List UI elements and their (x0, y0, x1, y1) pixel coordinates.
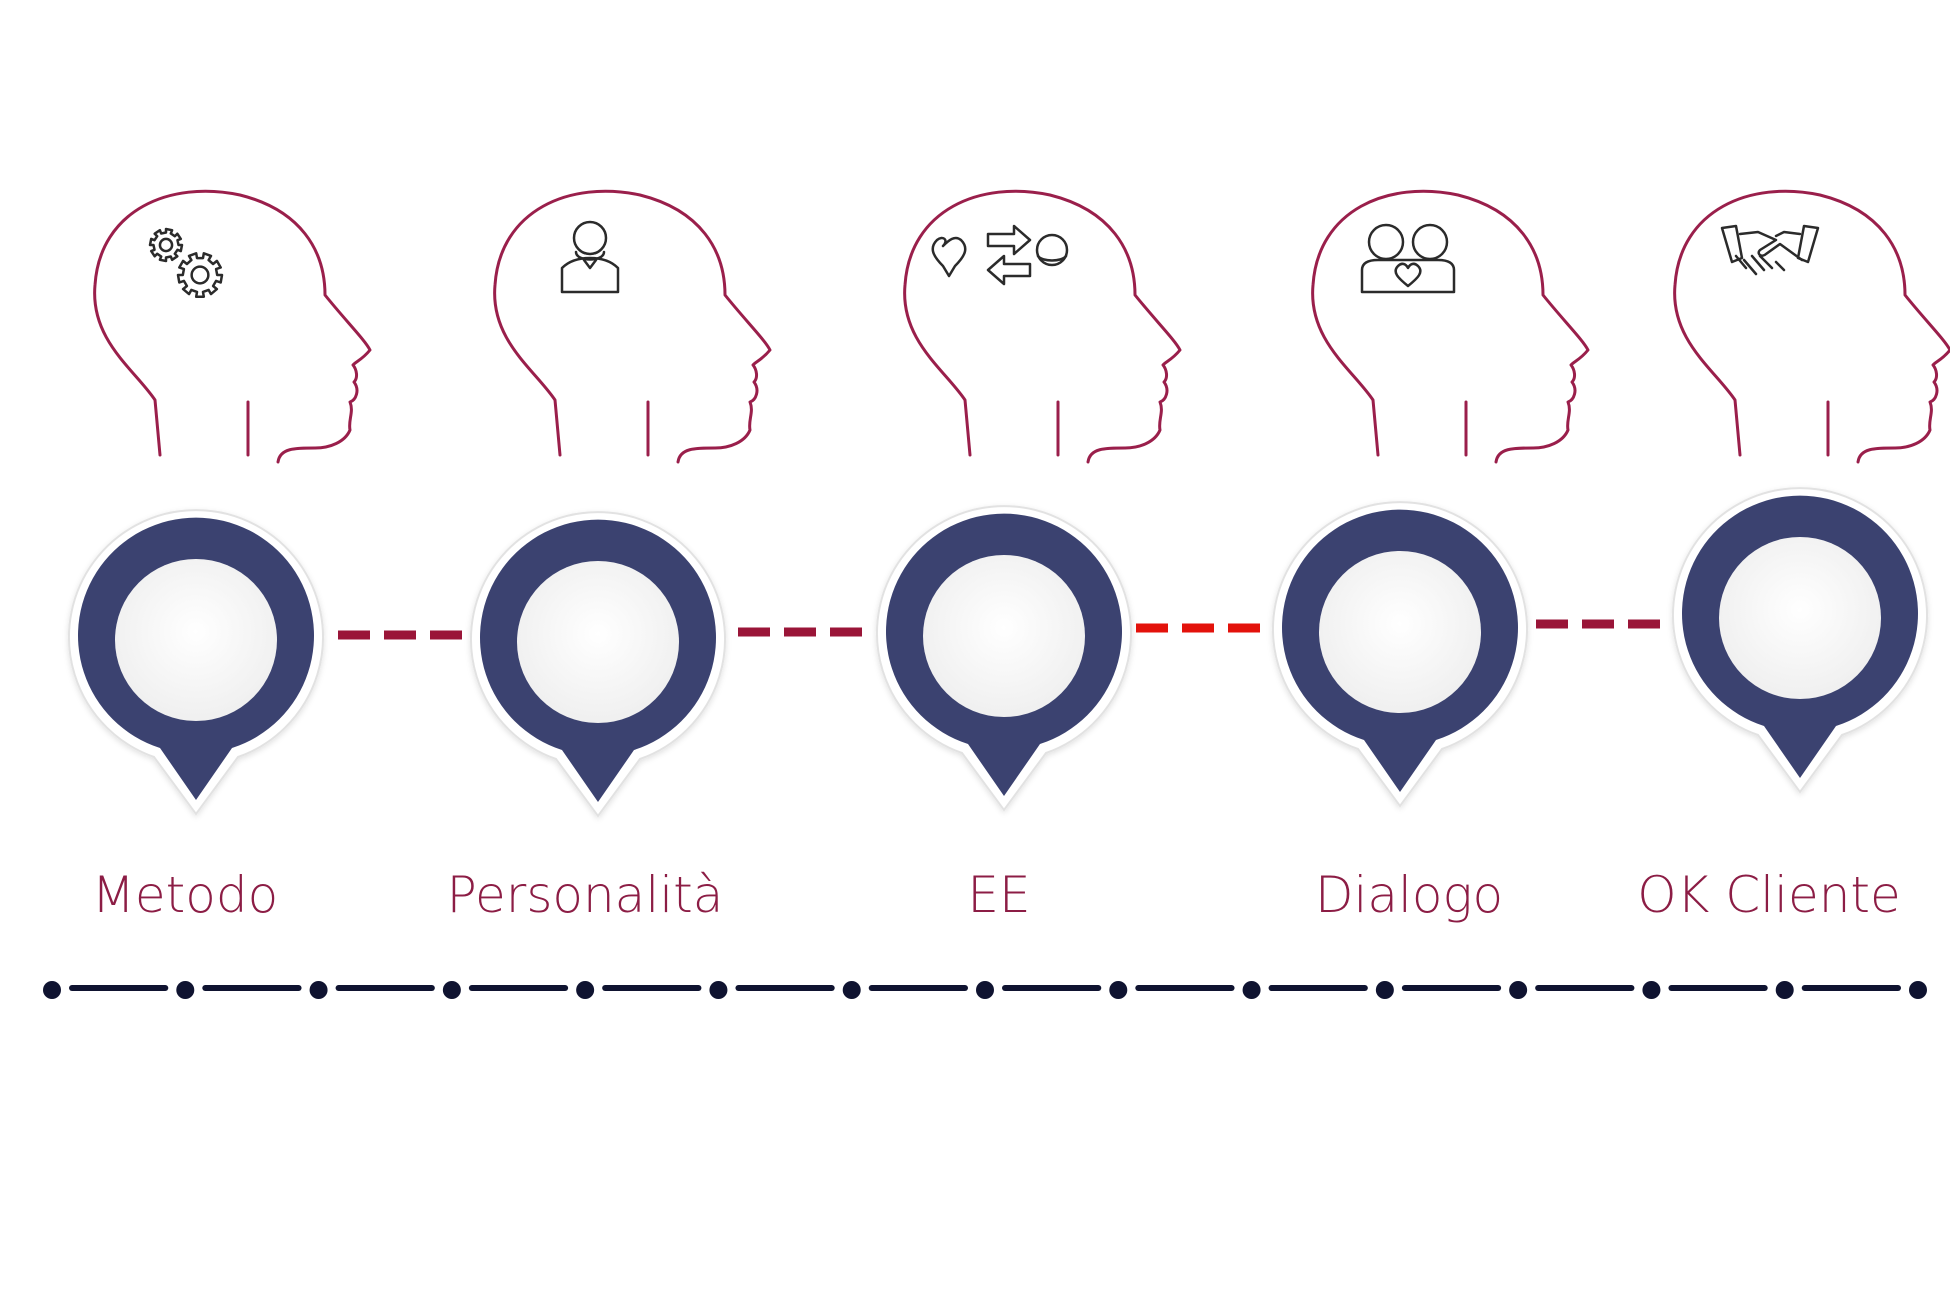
timeline-dot (576, 981, 595, 999)
pin-inner-circle (115, 559, 277, 721)
handshake-icon (1720, 224, 1820, 276)
head-outline (1673, 189, 1950, 464)
gears-icon (148, 227, 224, 298)
head-outline (903, 189, 1182, 464)
timeline-dot (1375, 981, 1394, 999)
step-label-dialogo: Dialogo (1314, 866, 1504, 924)
location-pin (68, 509, 324, 816)
timeline-dot (1775, 981, 1794, 999)
timeline-dot (1242, 981, 1261, 999)
pin-inner-circle (1319, 551, 1481, 713)
location-pin (1272, 501, 1528, 808)
location-pin (876, 505, 1132, 812)
step-label-personalita: Personalità (446, 866, 724, 924)
timeline-dot (176, 981, 195, 999)
timeline-dot (309, 981, 328, 999)
head-outline (93, 189, 372, 464)
timeline-dot (43, 981, 61, 999)
timeline-dot (976, 981, 994, 999)
timeline-dot (842, 981, 861, 999)
timeline-dot (709, 981, 728, 999)
pin-inner-circle (517, 561, 679, 723)
couple-heart-icon (1360, 223, 1456, 294)
timeline-dot (1109, 981, 1128, 999)
timeline-dot (1509, 981, 1528, 999)
timeline-dot (1642, 981, 1661, 999)
person-icon (560, 220, 620, 294)
step-label-ee: EE (967, 866, 1031, 924)
pin-inner-circle (1719, 537, 1881, 699)
step-label-ok-cliente: OK Cliente (1637, 866, 1901, 924)
timeline-dot (442, 981, 461, 999)
pin-inner-circle (923, 555, 1085, 717)
location-pin (470, 511, 726, 818)
step-label-metodo: Metodo (91, 866, 279, 924)
head-outline (493, 189, 772, 464)
heart-exchange-coin-icon (931, 224, 1069, 286)
head-outline (1311, 189, 1590, 464)
timeline-dot (1909, 981, 1927, 999)
location-pin (1672, 487, 1928, 794)
